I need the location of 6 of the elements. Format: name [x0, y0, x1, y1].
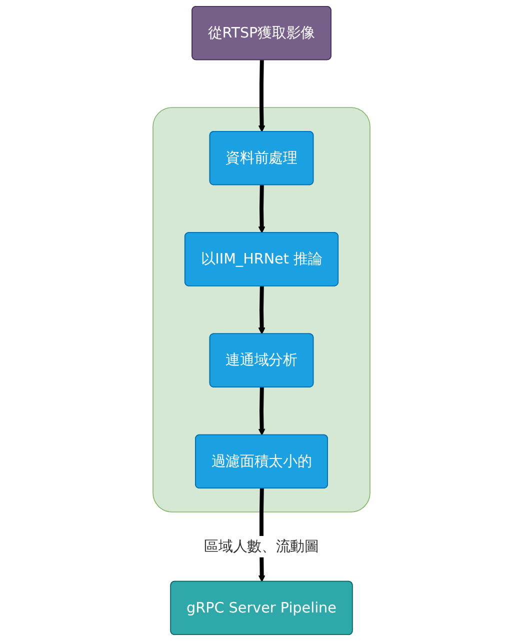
arrow: [258, 387, 266, 436]
arrow: [258, 185, 266, 234]
edge-label: 區域人數、流動圖: [204, 538, 319, 556]
cluster: [152, 107, 370, 512]
arrow: [258, 286, 266, 334]
arrow: [258, 60, 266, 132]
